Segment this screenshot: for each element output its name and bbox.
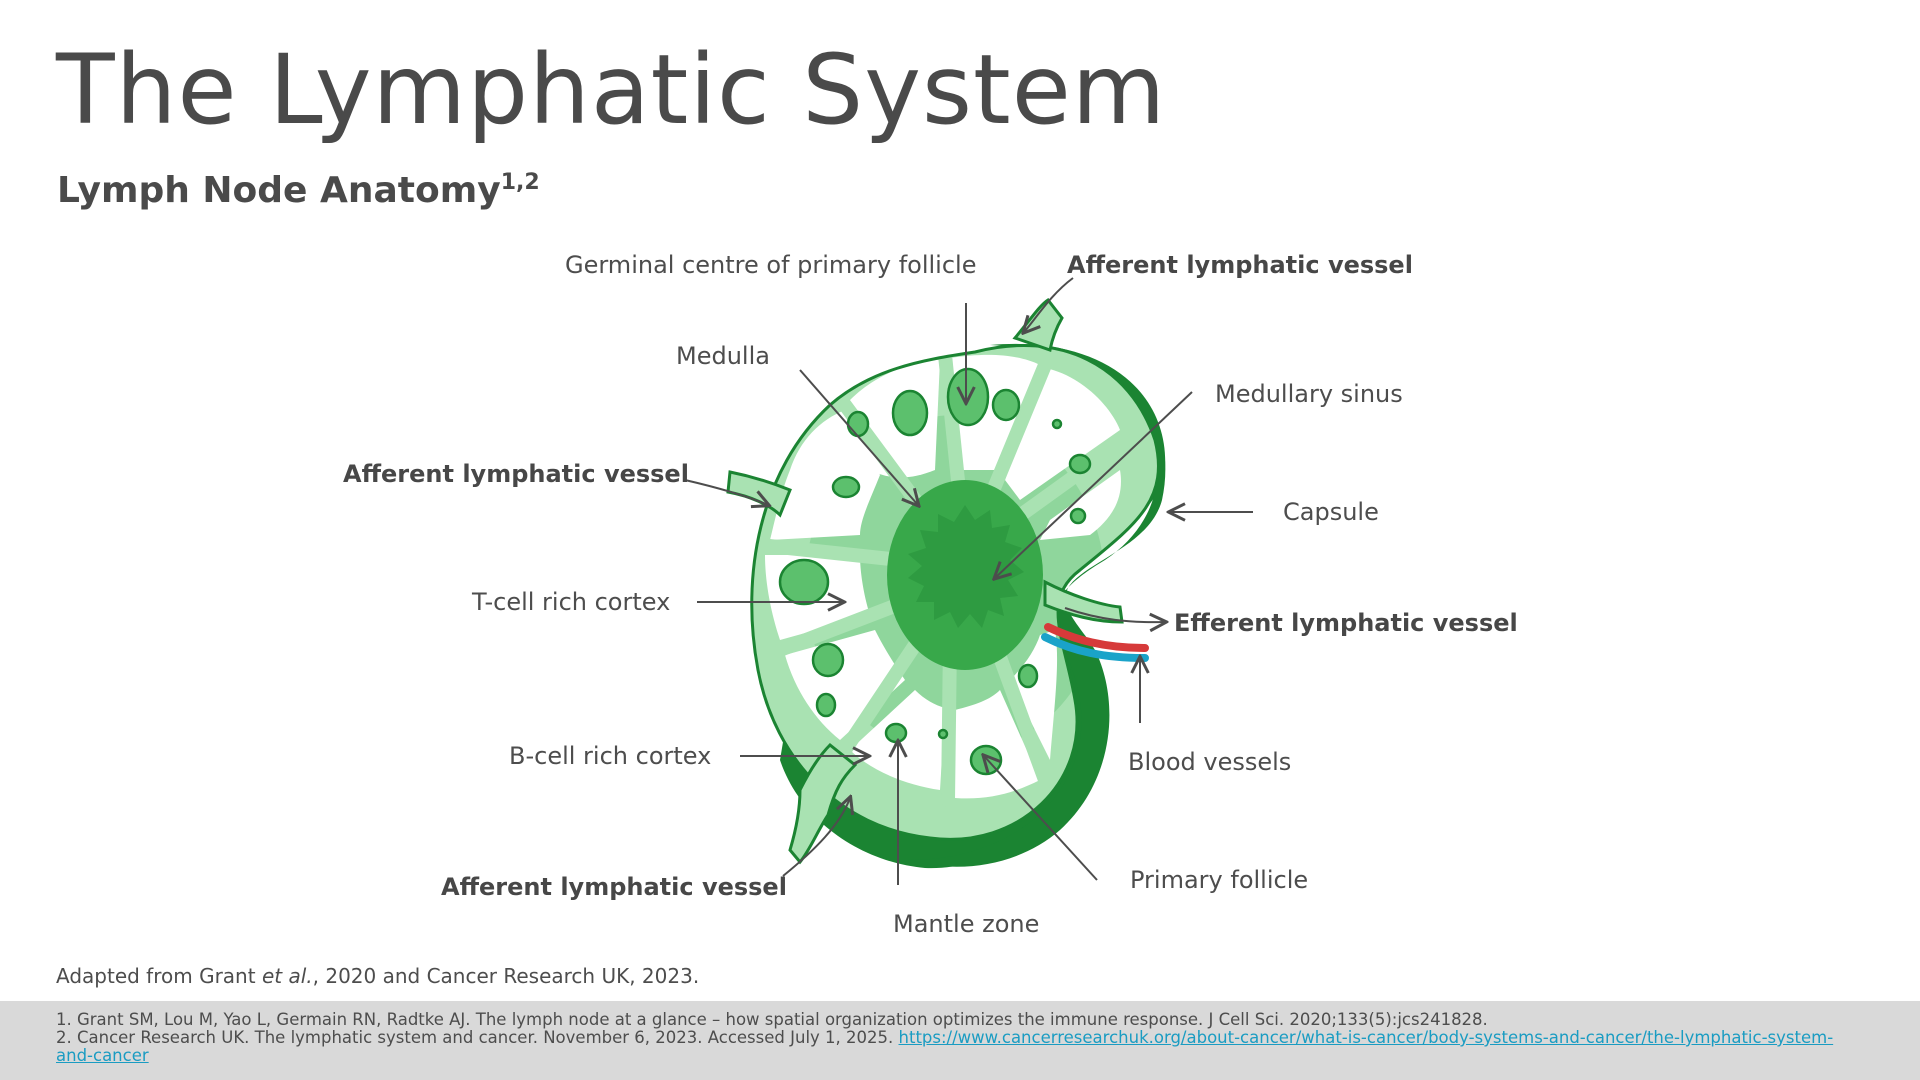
label-afferent-left: Afferent lymphatic vessel: [343, 460, 689, 488]
label-t-cell-cortex: T-cell rich cortex: [471, 588, 670, 616]
caption-suffix: , 2020 and Cancer Research UK, 2023.: [312, 964, 700, 988]
lymph-node-diagram: Germinal centre of primary follicle Affe…: [343, 251, 1518, 938]
subtitle-text: Lymph Node Anatomy: [57, 170, 501, 211]
caption-italic: et al.: [261, 964, 313, 988]
reference-2-text: 2. Cancer Research UK. The lymphatic sys…: [56, 1028, 899, 1047]
label-medullary-sinus: Medullary sinus: [1215, 380, 1403, 408]
figure-caption: Adapted from Grant et al., 2020 and Canc…: [56, 964, 699, 988]
label-primary-follicle: Primary follicle: [1130, 866, 1308, 894]
page-title: The Lymphatic System: [56, 34, 1167, 146]
label-blood-vessels: Blood vessels: [1128, 748, 1291, 776]
capsule-right-band: [910, 358, 1166, 867]
efferent-vessel: [1043, 579, 1124, 624]
afferent-vessel-top: [1012, 298, 1064, 352]
references-footer: 1. Grant SM, Lou M, Yao L, Germain RN, R…: [0, 1001, 1920, 1080]
label-afferent-bottom: Afferent lymphatic vessel: [441, 873, 787, 901]
node-outline: [750, 344, 1160, 841]
reference-1: 1. Grant SM, Lou M, Yao L, Germain RN, R…: [56, 1010, 1488, 1029]
label-capsule: Capsule: [1283, 498, 1379, 526]
page-subtitle: Lymph Node Anatomy1,2: [57, 170, 540, 211]
label-medulla: Medulla: [676, 342, 770, 370]
label-germinal-centre: Germinal centre of primary follicle: [565, 251, 976, 279]
leader-lines: [684, 277, 1253, 885]
germinal-medulla-core: [908, 505, 1024, 628]
label-mantle-zone: Mantle zone: [893, 910, 1039, 938]
subtitle-reference-marks: 1,2: [500, 170, 540, 195]
label-efferent: Efferent lymphatic vessel: [1174, 609, 1518, 637]
blood-vessel-artery: [1044, 623, 1149, 652]
caption-prefix: Adapted from Grant: [56, 964, 262, 988]
reference-2: 2. Cancer Research UK. The lymphatic sys…: [56, 1029, 1864, 1065]
reference-2-link[interactable]: https://www.cancerresearchuk.org/about-c…: [56, 1028, 1834, 1065]
afferent-vessel-bottom: [788, 742, 858, 865]
label-b-cell-cortex: B-cell rich cortex: [509, 742, 711, 770]
label-afferent-top: Afferent lymphatic vessel: [1067, 251, 1413, 279]
